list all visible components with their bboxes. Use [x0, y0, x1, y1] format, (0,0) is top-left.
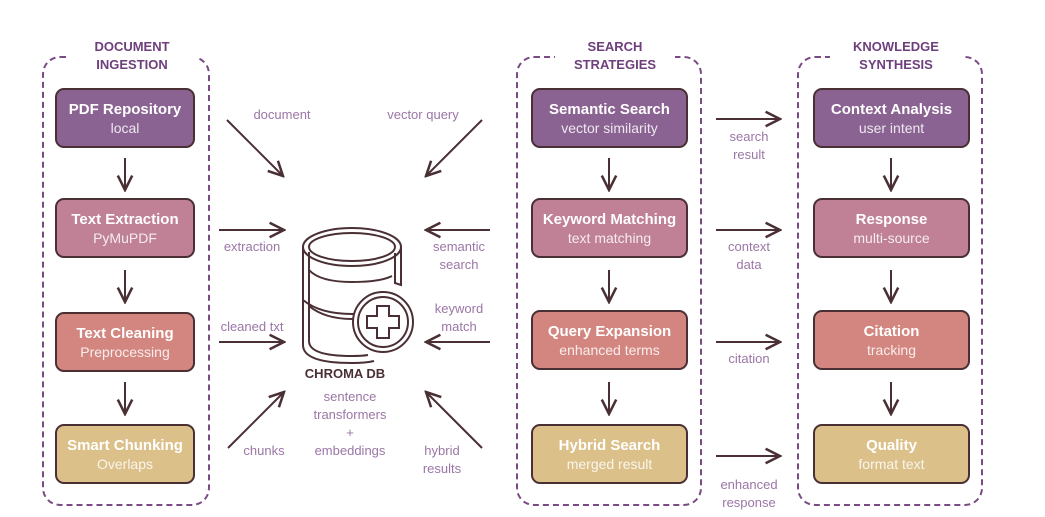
arrow-document-to-db	[226, 119, 283, 176]
arrow-hybrid-results-to-db	[426, 392, 483, 449]
node-subtitle: multi-source	[853, 229, 930, 246]
group-title-document-ingestion: DOCUMENT INGESTION	[68, 38, 196, 74]
label-hybrid-results: hybrid results	[422, 443, 462, 476]
node-title: PDF Repository	[68, 100, 182, 118]
node-subtitle: PyMuPDF	[93, 229, 157, 246]
label-document: document	[253, 107, 311, 122]
node-title: Citation	[863, 322, 920, 340]
label-vector-query: vector query	[387, 107, 459, 122]
label-context-data: context data	[728, 239, 770, 272]
node-title: Smart Chunking	[67, 436, 183, 454]
label-extraction: extraction	[223, 239, 281, 254]
node-context-analysis[interactable]: Context Analysis user intent	[813, 88, 970, 148]
node-subtitle: Overlaps	[96, 455, 154, 472]
node-keyword-matching[interactable]: Keyword Matching text matching	[531, 198, 688, 258]
node-smart-chunking[interactable]: Smart Chunking Overlaps	[55, 424, 195, 484]
node-title: Text Cleaning	[76, 324, 174, 342]
label-citation: citation	[728, 351, 770, 366]
label-keyword-match: keyword match	[434, 301, 484, 334]
group-title-search-strategies: SEARCH STRATEGIES	[555, 38, 675, 74]
arrow-vector-query-to-db	[426, 119, 483, 176]
node-title: Semantic Search	[549, 100, 670, 118]
node-title: Text Extraction	[71, 210, 179, 228]
label-semantic-search: semantic search	[432, 239, 486, 272]
label-chunks: chunks	[243, 443, 285, 458]
label-cleaned-txt: cleaned txt	[220, 319, 284, 334]
arrow-chunks-to-db	[227, 392, 284, 449]
node-text-extraction[interactable]: Text Extraction PyMuPDF	[55, 198, 195, 258]
node-title: Quality	[866, 436, 917, 454]
node-subtitle: tracking	[866, 341, 917, 358]
node-title: Query Expansion	[547, 322, 672, 340]
node-subtitle: enhanced terms	[559, 341, 660, 358]
node-subtitle: merged result	[566, 455, 653, 472]
node-subtitle: Preprocessing	[80, 343, 170, 360]
node-query-expansion[interactable]: Query Expansion enhanced terms	[531, 310, 688, 370]
node-pdf-repository[interactable]: PDF Repository local	[55, 88, 195, 148]
node-title: Context Analysis	[830, 100, 953, 118]
database-add-icon	[302, 227, 414, 365]
node-subtitle: user intent	[858, 119, 925, 136]
node-subtitle: local	[110, 119, 140, 136]
node-title: Hybrid Search	[558, 436, 661, 454]
node-citation[interactable]: Citation tracking	[813, 310, 970, 370]
label-enhanced-response: enhanced response	[720, 477, 778, 510]
node-response[interactable]: Response multi-source	[813, 198, 970, 258]
node-hybrid-search[interactable]: Hybrid Search merged result	[531, 424, 688, 484]
node-text-cleaning[interactable]: Text Cleaning Preprocessing	[55, 312, 195, 372]
node-subtitle: text matching	[567, 229, 652, 246]
database-subtitle: sentence transformers + embeddings	[313, 389, 387, 458]
node-quality[interactable]: Quality format text	[813, 424, 970, 484]
node-subtitle: format text	[858, 455, 925, 472]
group-title-knowledge-synthesis: KNOWLEDGE SYNTHESIS	[830, 38, 962, 74]
node-title: Response	[855, 210, 928, 228]
node-title: Keyword Matching	[542, 210, 677, 228]
label-search-result: search result	[729, 129, 769, 162]
node-subtitle: vector similarity	[561, 119, 658, 136]
node-semantic-search[interactable]: Semantic Search vector similarity	[531, 88, 688, 148]
database-title: CHROMA DB	[304, 366, 386, 381]
